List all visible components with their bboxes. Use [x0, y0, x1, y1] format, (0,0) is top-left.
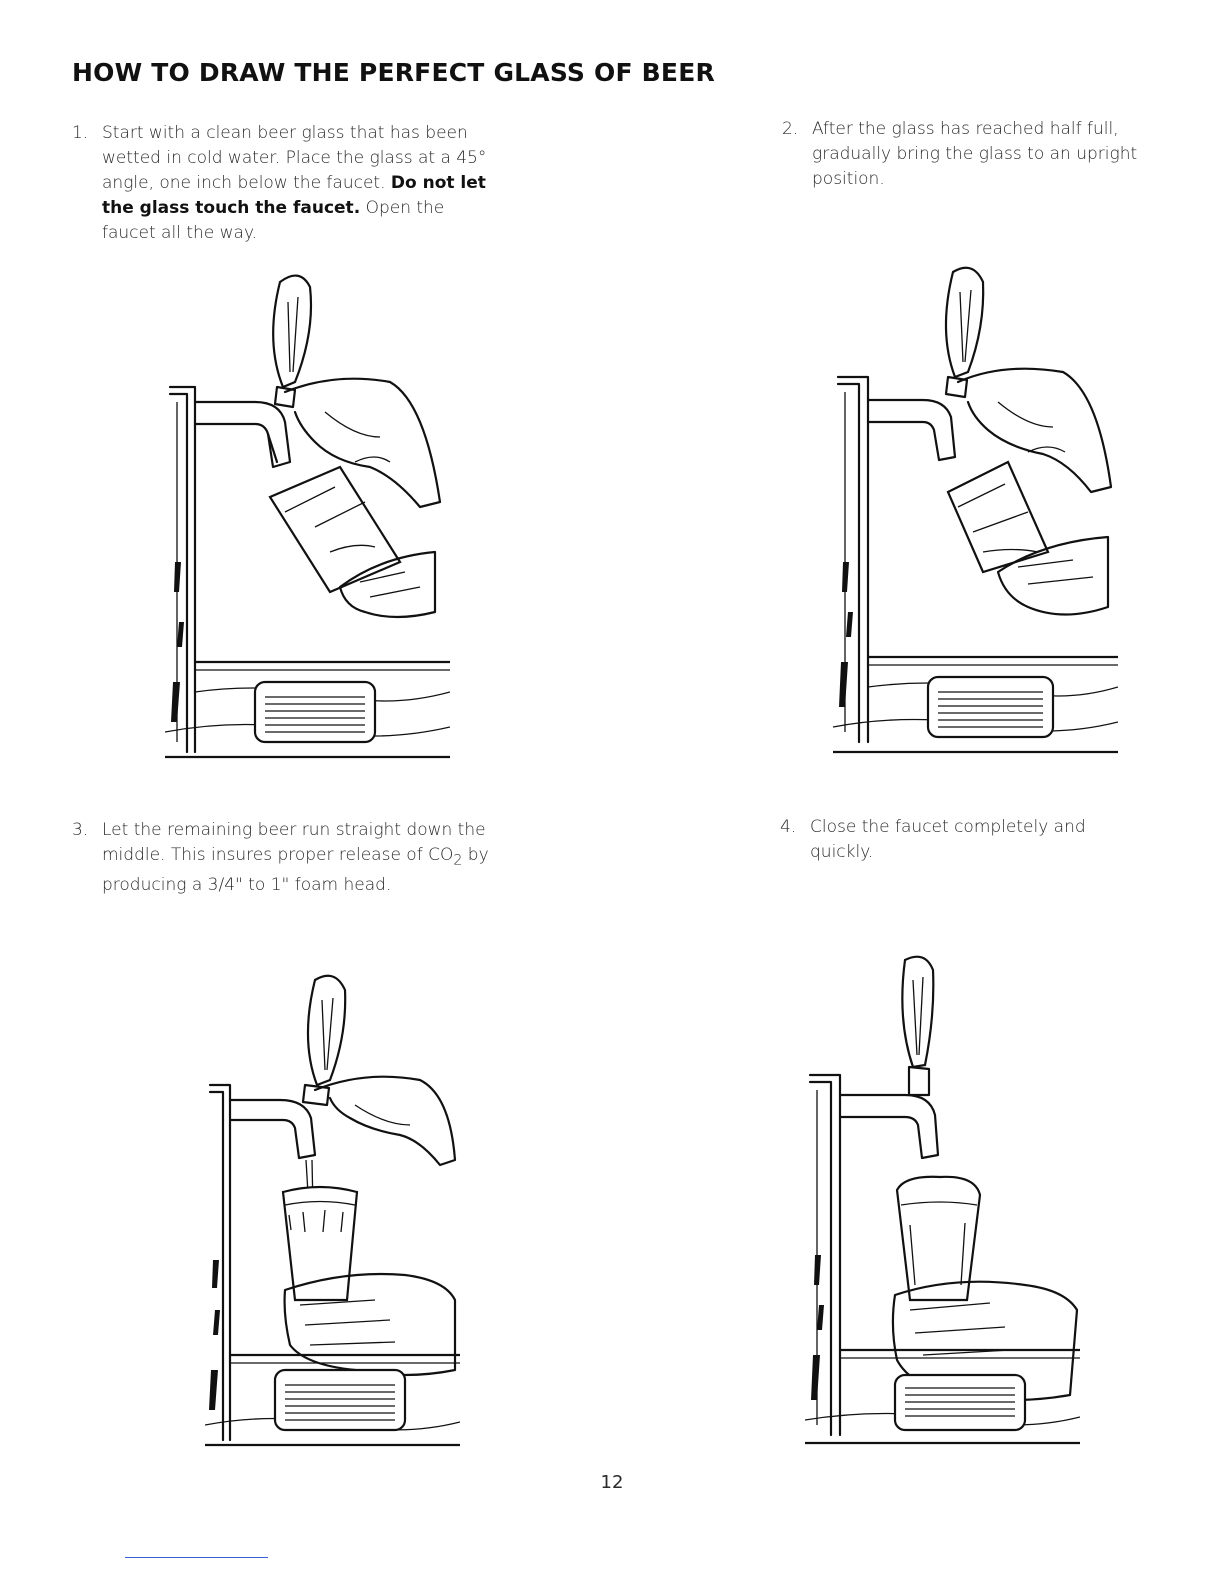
step-3-text-end: by producing a 3/4" to 1" foam head.: [102, 845, 489, 896]
step-1-warning: Do not let the glass touch the faucet.: [102, 173, 486, 218]
step-2-text: After the glass has reached half full, g…: [812, 119, 1138, 189]
step-3-text: Let the remaining beer run straight down…: [102, 820, 486, 865]
step-1-instruction: 1. Start with a clean beer glass that ha…: [72, 121, 502, 246]
step-4-instruction: 4. Close the faucet completely and quick…: [780, 815, 1130, 865]
step-1-text: Start with a clean beer glass that has b…: [102, 123, 487, 193]
step-2-illustration: [833, 266, 1118, 754]
step-1-illustration: [165, 274, 450, 759]
step-number: 2.: [782, 119, 799, 139]
step-number: 3.: [72, 820, 89, 840]
step-3-illustration: [205, 974, 460, 1447]
step-4-illustration: [805, 955, 1080, 1445]
step-1-text-end: Open the faucet all the way.: [102, 198, 445, 243]
footer-rule: [125, 1557, 268, 1558]
step-number: 4.: [780, 817, 797, 837]
co2-subscript: 2: [453, 852, 463, 869]
step-3-instruction: 3. Let the remaining beer run straight d…: [72, 818, 502, 898]
step-4-text: Close the faucet completely and quickly.: [810, 817, 1086, 862]
page-number: 12: [600, 1472, 624, 1493]
step-2-instruction: 2. After the glass has reached half full…: [782, 117, 1152, 192]
page-title: HOW TO DRAW THE PERFECT GLASS OF BEER: [72, 58, 715, 87]
step-number: 1.: [72, 123, 89, 143]
